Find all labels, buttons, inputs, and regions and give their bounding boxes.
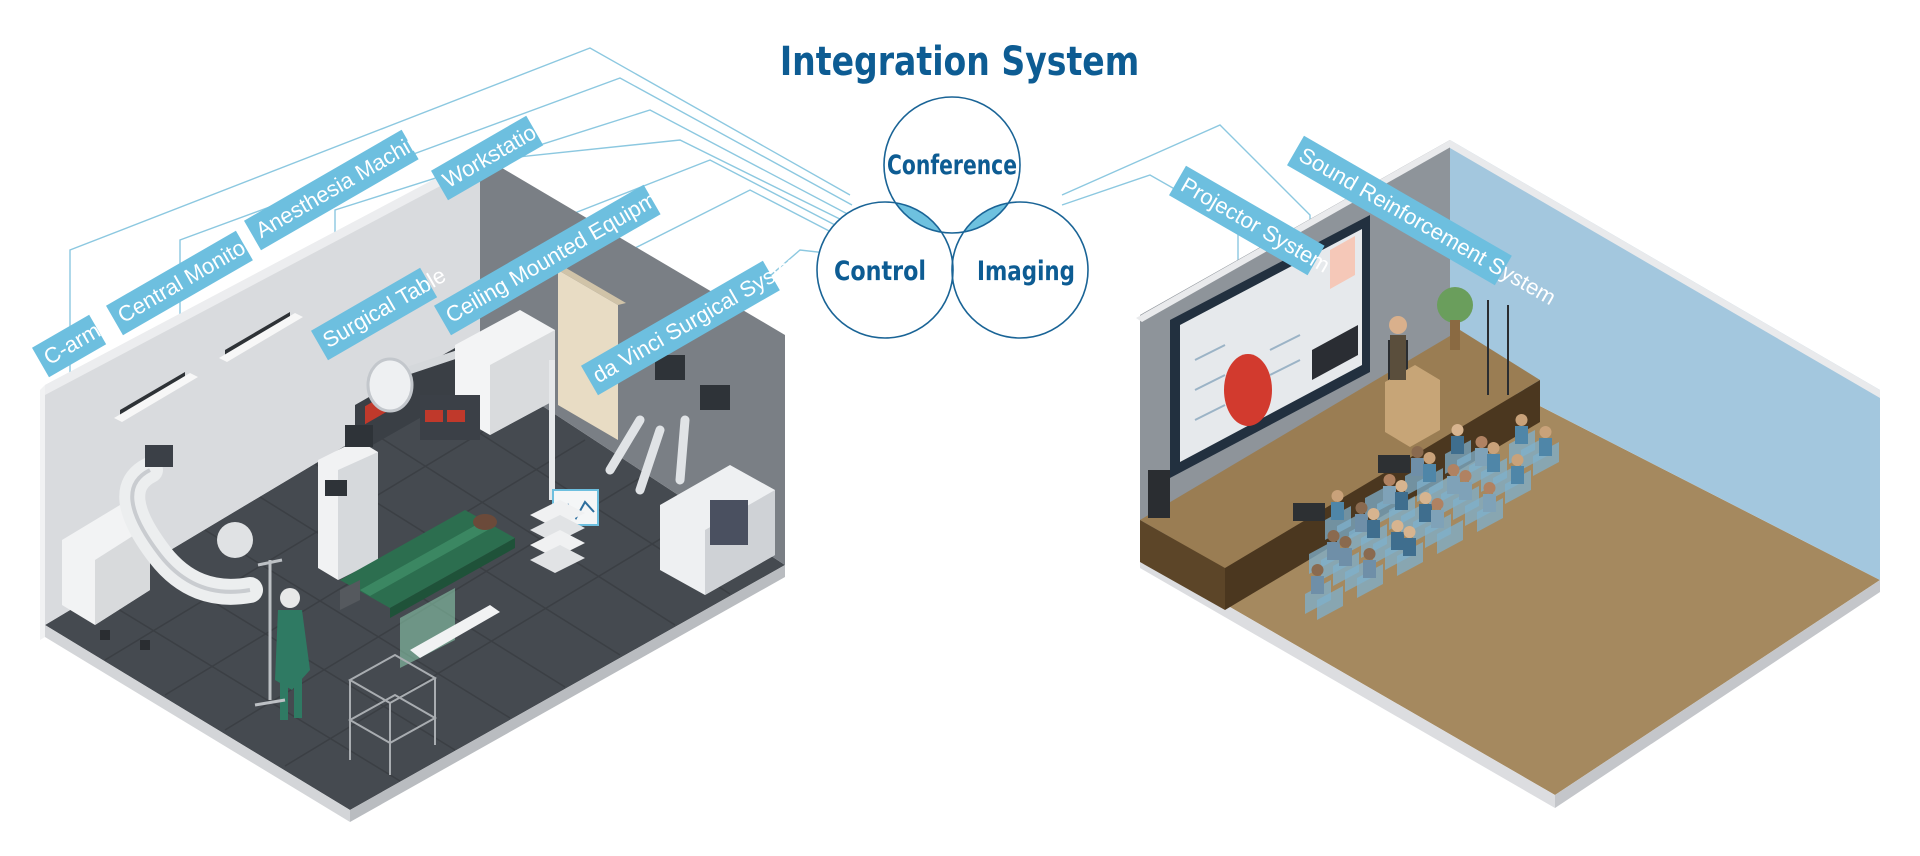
- audience-member: [1431, 510, 1444, 528]
- audience-member: [1475, 448, 1488, 466]
- speaker-left: [1148, 470, 1170, 518]
- audience-head: [1339, 536, 1352, 548]
- audience-head: [1311, 564, 1324, 576]
- audience-head: [1511, 454, 1524, 466]
- audience-head: [1327, 530, 1340, 542]
- or-door: [558, 270, 618, 440]
- audience-seat: [1357, 564, 1383, 598]
- audience-member: [1395, 492, 1408, 510]
- audience-member: [1487, 454, 1500, 472]
- anesthesia-machine-device: [318, 425, 378, 580]
- audience-head: [1411, 446, 1424, 458]
- audience-member: [1327, 542, 1340, 560]
- audience-member: [1423, 464, 1436, 482]
- audience-member: [1483, 494, 1496, 512]
- audience-member: [1339, 548, 1352, 566]
- podium: [1385, 316, 1440, 447]
- iv-stand: [254, 558, 286, 707]
- venn-circle-conference: [883, 96, 1021, 234]
- audience-head: [1355, 502, 1368, 514]
- audience-seat: [1333, 552, 1359, 586]
- or-back-wall: [45, 155, 480, 625]
- venn-label-control: Control: [834, 256, 926, 287]
- operating-room: [40, 155, 785, 822]
- audience-head: [1451, 424, 1464, 436]
- audience-head: [1391, 520, 1404, 532]
- audience-head: [1447, 464, 1460, 476]
- audience-head: [1367, 508, 1380, 520]
- plant: [1437, 287, 1473, 350]
- audience-member: [1459, 482, 1472, 500]
- floor-speaker: [1293, 503, 1325, 521]
- da-vinci-device: [605, 355, 775, 595]
- audience-seat: [1317, 586, 1343, 620]
- audience-seat: [1505, 470, 1531, 504]
- audience-head: [1459, 470, 1472, 482]
- audience-member: [1367, 520, 1380, 538]
- audience-member: [1383, 486, 1396, 504]
- audience-member: [1331, 502, 1344, 520]
- audience-head: [1331, 490, 1344, 502]
- venn-label-conference: Conference: [887, 150, 1017, 181]
- audience-member: [1355, 514, 1368, 532]
- floor-speaker: [1378, 455, 1410, 473]
- audience-member: [1311, 576, 1324, 594]
- audience-member: [1539, 438, 1552, 456]
- audience-head: [1403, 526, 1416, 538]
- audience-head: [1419, 492, 1432, 504]
- audience-member: [1403, 538, 1416, 556]
- audience-seat: [1437, 520, 1463, 554]
- audience-head: [1423, 452, 1436, 464]
- audience-head: [1515, 414, 1528, 426]
- audience-member: [1391, 532, 1404, 550]
- auditorium: [1136, 140, 1880, 808]
- audience-member: [1511, 466, 1524, 484]
- instrument-cart: [530, 500, 585, 573]
- audience-seat: [1305, 580, 1331, 614]
- diagram-title: Integration System: [780, 39, 1139, 86]
- venn-label-imaging: Imaging: [977, 256, 1075, 287]
- venn-diagram: Conference Control Imaging: [816, 96, 1089, 339]
- projector-screen: [1170, 215, 1370, 478]
- audience-seat: [1533, 442, 1559, 476]
- audience-member: [1447, 476, 1460, 494]
- audience-head: [1483, 482, 1496, 494]
- audience-member: [1411, 458, 1424, 476]
- ceiling-mounted-device: [420, 310, 599, 526]
- c-arm-device: [62, 445, 263, 650]
- audience-seat: [1397, 542, 1423, 576]
- audience-member: [1363, 560, 1376, 578]
- mic-stands: [1487, 300, 1509, 395]
- surgical-table-device: [340, 510, 515, 668]
- audience-member: [1515, 426, 1528, 444]
- venn-circle-imaging: [951, 201, 1089, 339]
- audience-head: [1363, 548, 1376, 560]
- audience-seat: [1477, 498, 1503, 532]
- audience-head: [1475, 436, 1488, 448]
- audience-member: [1451, 436, 1464, 454]
- back-table: [347, 653, 438, 775]
- audience-head: [1395, 480, 1408, 492]
- venn-circle-control: [816, 201, 954, 339]
- audience-head: [1383, 474, 1396, 486]
- audience-head: [1431, 498, 1444, 510]
- audience-seat: [1453, 486, 1479, 520]
- audience-head: [1539, 426, 1552, 438]
- audience: [1305, 414, 1559, 620]
- audience-head: [1487, 442, 1500, 454]
- auditorium-side-wall: [1450, 140, 1880, 580]
- audience-member: [1419, 504, 1432, 522]
- audience-seat: [1425, 514, 1451, 548]
